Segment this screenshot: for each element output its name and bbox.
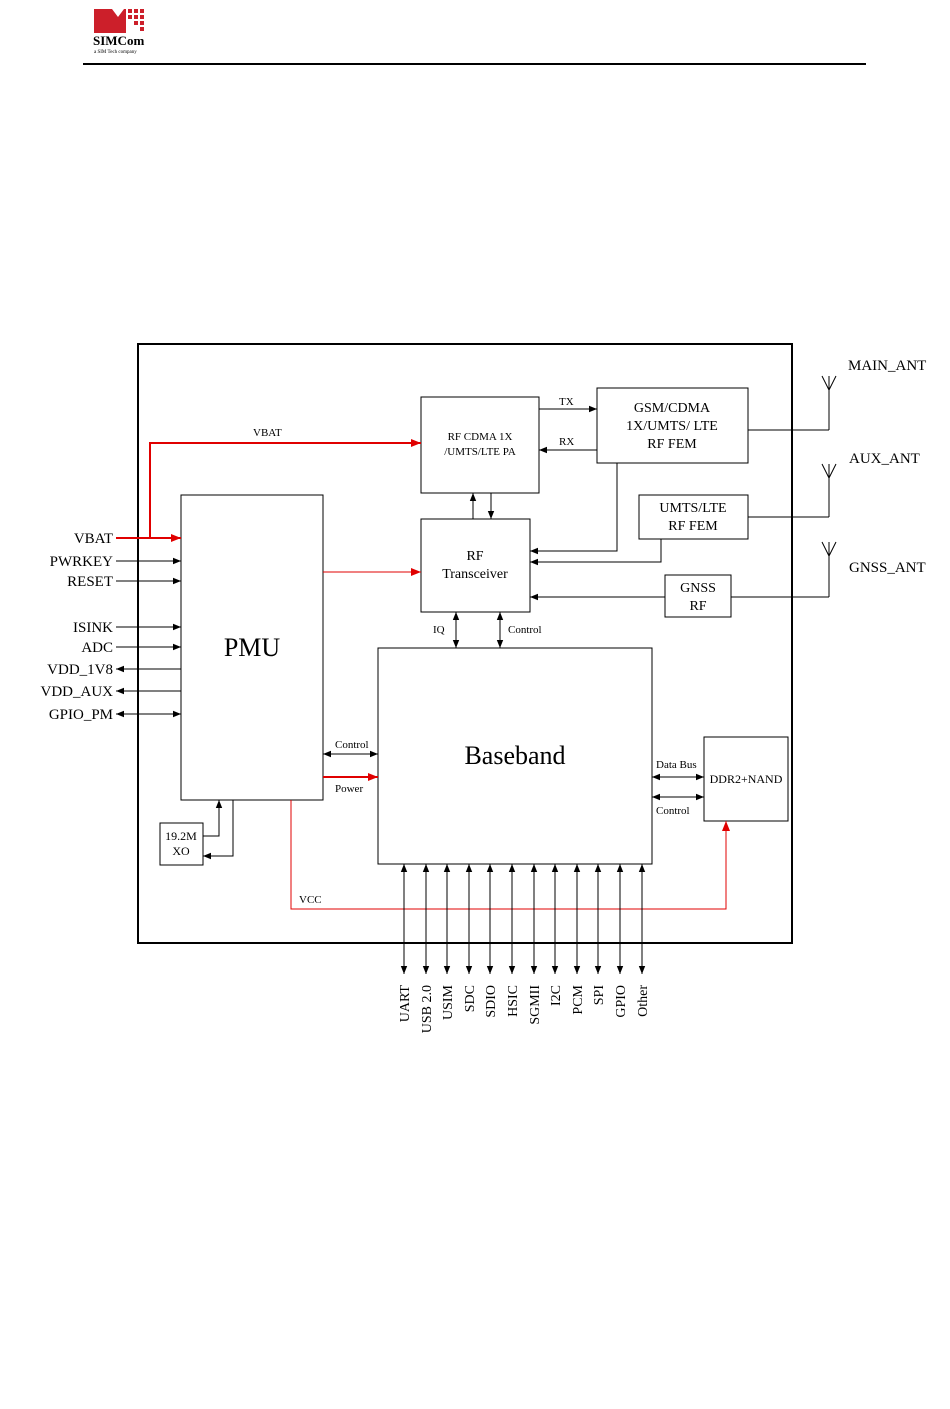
gnss-label-1: GNSS [680, 581, 716, 596]
pa-block [420, 396, 540, 494]
memory-block [703, 736, 789, 822]
gnss-ant-label: GNSS_ANT [849, 560, 926, 576]
pa-label-2: /UMTS/LTE PA [444, 446, 516, 458]
pmu-pin-label: ADC [81, 640, 113, 656]
iq-label: IQ [433, 624, 445, 636]
interface-label: SGMII [528, 985, 543, 1025]
pmu-pin-label: VDD_AUX [41, 684, 114, 700]
fem-main-label-1: GSM/CDMA [634, 401, 711, 416]
baseband-interfaces: UART USB 2.0 USIM SDC SDIO HSIC SGMII I2C PCM SPI… [398, 864, 651, 1033]
pa-label-1: RF CDMA 1X [448, 431, 513, 443]
pmu-pin-label: PWRKEY [50, 554, 114, 570]
memory-label: DDR2+NAND [710, 772, 783, 786]
logo-tagline: a SIM Tech company [94, 50, 137, 55]
interface-label: Other [636, 985, 651, 1017]
pmu-label: PMU [224, 633, 281, 662]
interface-label: USIM [441, 984, 456, 1020]
fem-aux-label-2: RF FEM [668, 519, 718, 534]
vcc-label: VCC [299, 894, 322, 906]
power-label: Power [335, 783, 363, 795]
pmu-pin-label: VDD_1V8 [47, 662, 113, 678]
interface-label: HSIC [506, 985, 521, 1017]
main-ant-label: MAIN_ANT [848, 358, 926, 374]
transceiver-label-2: Transceiver [442, 567, 508, 582]
transceiver-block [420, 518, 531, 613]
interface-label: I2C [549, 985, 564, 1006]
vbat-internal-label: VBAT [253, 427, 282, 439]
fem-main-label-2: 1X/UMTS/ LTE [626, 419, 718, 434]
xo-label-1: 19.2M [165, 829, 197, 843]
fem-main-block [596, 387, 749, 464]
pmu-pin-label: RESET [67, 574, 113, 590]
interface-label: UART [398, 985, 413, 1023]
rx-label: RX [559, 436, 574, 448]
baseband-label: Baseband [464, 741, 565, 770]
pmu-pin-label: GPIO_PM [49, 707, 113, 723]
vbat-to-pa-line [149, 439, 421, 538]
interface-label: PCM [571, 984, 586, 1014]
vcc-line [290, 800, 730, 910]
simcom-logo: SIMCom a SIM Tech company [93, 9, 144, 55]
pmu-control-label: Control [335, 739, 369, 751]
xo-to-pmu-arrow [203, 800, 223, 837]
fem-main-to-transceiver [530, 463, 618, 555]
interface-label: GPIO [614, 985, 629, 1018]
transceiver-label-1: RF [466, 549, 483, 564]
interface-label: USB 2.0 [420, 985, 435, 1033]
module-outline [137, 343, 793, 944]
tx-label: TX [559, 396, 574, 408]
header-rule [83, 63, 866, 65]
pmu-pin-label: ISINK [73, 620, 113, 636]
interface-label: SDIO [484, 985, 499, 1018]
antenna-symbols [731, 375, 837, 598]
fem-aux-to-transceiver [530, 539, 662, 566]
fem-aux-label-1: UMTS/LTE [659, 501, 726, 516]
rf-control-label: Control [508, 624, 542, 636]
gnss-label-2: RF [689, 599, 706, 614]
logo-text: SIMCom [93, 33, 144, 48]
aux-ant-label: AUX_ANT [849, 451, 920, 467]
fem-main-label-3: RF FEM [647, 437, 697, 452]
data-bus-label: Data Bus [656, 759, 697, 771]
interface-label: SPI [592, 985, 607, 1006]
pmu-to-xo-arrow [203, 800, 234, 860]
pmu-pin-label: VBAT [74, 531, 113, 547]
mem-control-label: Control [656, 805, 690, 817]
xo-block [159, 822, 204, 866]
interface-label: SDC [463, 985, 478, 1012]
gnss-block [664, 574, 732, 618]
xo-label-2: XO [172, 844, 190, 858]
